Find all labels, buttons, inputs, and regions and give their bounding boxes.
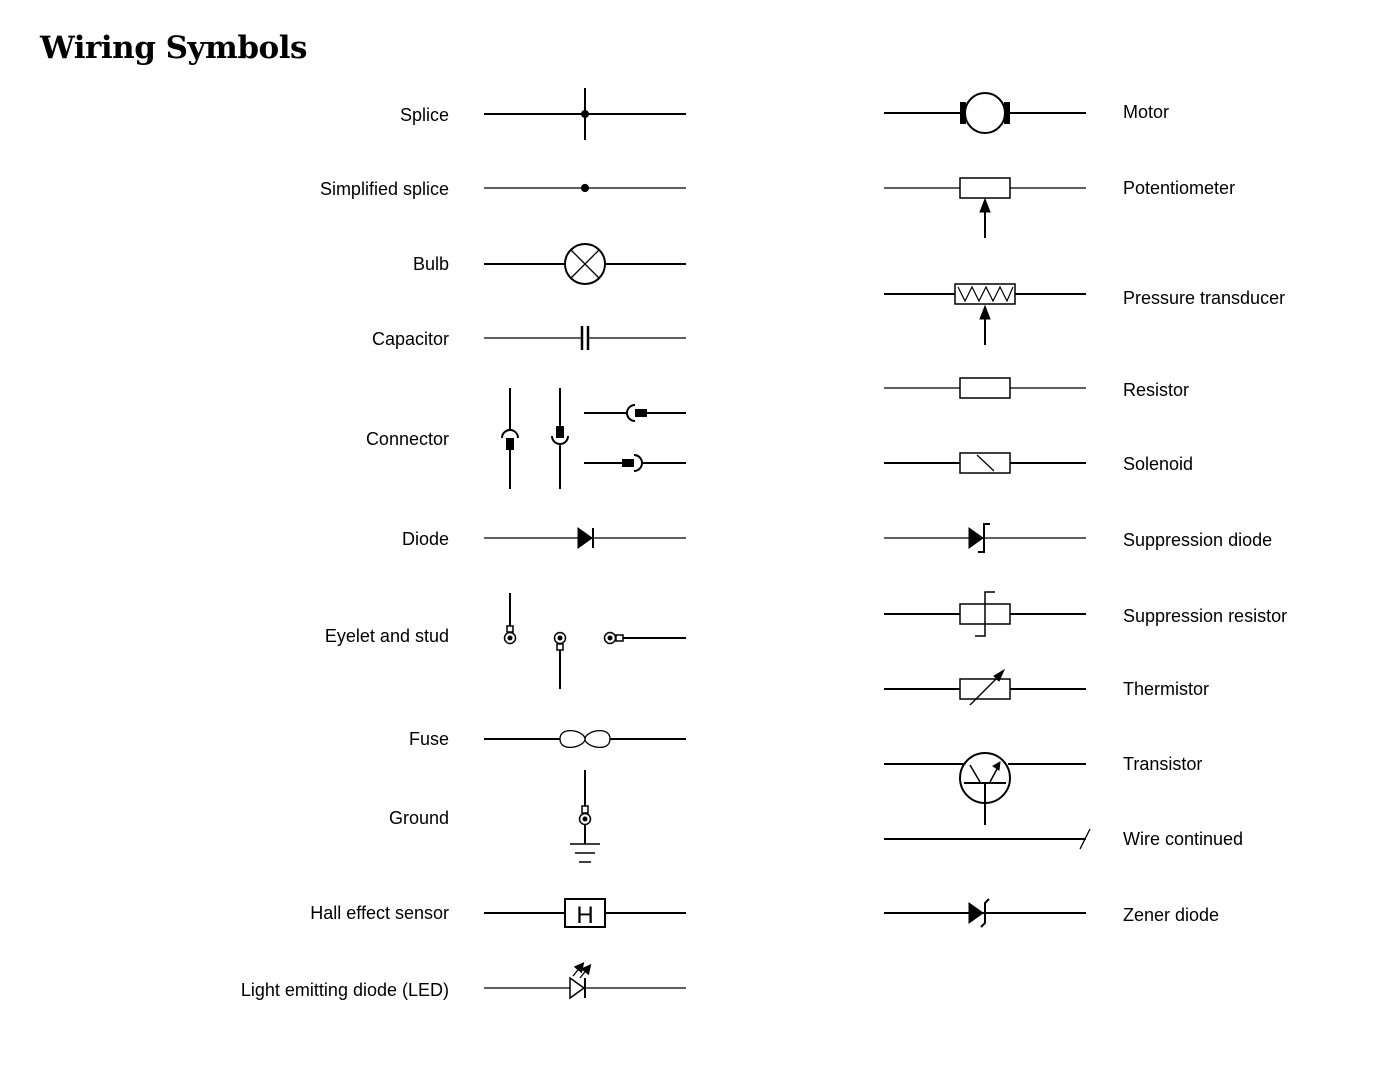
label-resistor: Resistor: [1123, 380, 1190, 400]
label-eyelet-and-stud: Eyelet and stud: [324, 626, 449, 646]
suppression-resistor-symbol: [884, 591, 1086, 637]
capacitor-symbol: [484, 326, 686, 350]
page-title: Wiring Symbols: [40, 30, 307, 66]
label-led: Light emitting diode (LED): [240, 980, 449, 1000]
label-capacitor: Capacitor: [371, 329, 449, 349]
ground-symbol: [570, 770, 600, 863]
label-diode: Diode: [401, 529, 449, 549]
zener-diode-symbol: [884, 898, 1086, 928]
potentiometer-symbol: [884, 177, 1086, 238]
label-ground: Ground: [388, 808, 449, 828]
label-hall-effect-sensor: Hall effect sensor: [310, 903, 449, 923]
suppression-diode-symbol: [884, 523, 1086, 553]
splice-symbol: [484, 88, 686, 140]
label-splice: Splice: [399, 105, 449, 125]
motor-symbol: [884, 92, 1086, 134]
hall-letter: H: [576, 902, 593, 929]
fuse-symbol: [484, 730, 686, 748]
hall-effect-sensor-symbol: H: [484, 898, 686, 929]
thermistor-symbol: [884, 668, 1086, 706]
bulb-symbol: [484, 243, 686, 285]
simplified-splice-symbol: [484, 183, 686, 193]
eyelet-and-stud-symbol: [503, 593, 686, 689]
transistor-symbol: [884, 752, 1086, 825]
label-connector: Connector: [365, 429, 449, 449]
label-simplified-splice: Simplified splice: [319, 179, 449, 199]
label-potentiometer: Potentiometer: [1123, 178, 1236, 198]
pressure-transducer-symbol: [884, 283, 1086, 345]
diode-symbol: [484, 527, 686, 549]
connector-symbol: [501, 388, 686, 489]
led-symbol: [484, 961, 686, 1000]
label-suppression-diode: Suppression diode: [1123, 530, 1273, 550]
solenoid-symbol: [884, 452, 1086, 474]
label-fuse: Fuse: [408, 729, 449, 749]
label-transistor: Transistor: [1123, 754, 1203, 774]
label-zener-diode: Zener diode: [1123, 905, 1220, 925]
label-wire-continued: Wire continued: [1123, 829, 1244, 849]
resistor-symbol: [884, 377, 1086, 399]
wire-continued-symbol: [884, 828, 1091, 850]
label-suppression-resistor: Suppression resistor: [1123, 606, 1288, 626]
label-thermistor: Thermistor: [1123, 679, 1210, 699]
label-pressure-transducer: Pressure transducer: [1123, 288, 1286, 308]
label-bulb: Bulb: [412, 254, 449, 274]
label-solenoid: Solenoid: [1123, 454, 1194, 474]
label-motor: Motor: [1123, 102, 1170, 122]
